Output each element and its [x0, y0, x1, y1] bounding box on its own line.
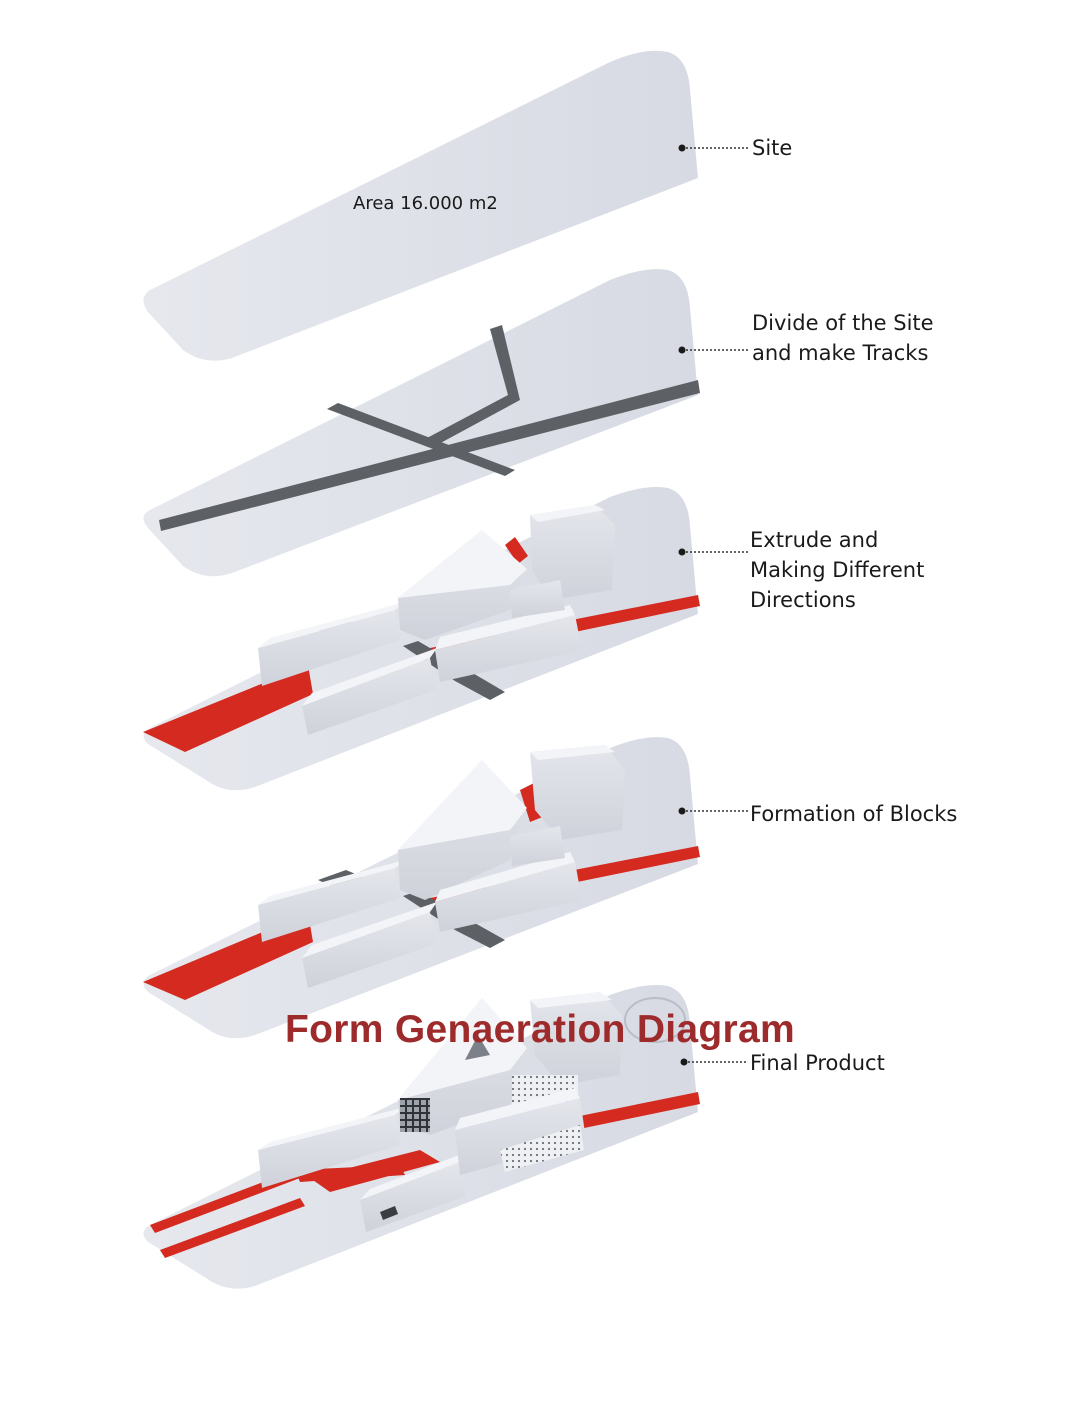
final-red-ramp: [310, 1150, 440, 1192]
final-block-east: [530, 992, 622, 1085]
track-long: [159, 380, 700, 531]
label-formation-line-1: Formation of Blocks: [750, 802, 957, 826]
final-mark: [380, 1206, 398, 1220]
red-track-north: [505, 537, 528, 564]
label-tracks: Divide of the Site and make Tracks: [678, 311, 934, 365]
block-north-2: [510, 826, 565, 866]
stage-extrude: [143, 487, 700, 791]
final-grille: [400, 1098, 430, 1132]
red-track-low: [143, 665, 313, 752]
leader-dot: [678, 144, 686, 152]
label-extrude: Extrude and Making Different Directions: [678, 528, 924, 612]
label-extrude-line-2: Making Different: [750, 558, 924, 582]
diagram-title: Form Genaeration Diagram: [285, 1008, 795, 1051]
label-tracks-line-1: Divide of the Site: [752, 311, 934, 335]
leader-dot: [680, 1058, 688, 1066]
stage-tracks: [143, 269, 700, 577]
final-red-track-high: [560, 1092, 700, 1132]
label-site-line-1: Site: [752, 136, 792, 160]
final-perforated-mid: [500, 1125, 584, 1172]
label-site: Site: [678, 136, 792, 160]
block-west: [258, 610, 400, 686]
stage-formation: [143, 737, 700, 1039]
track-cross: [327, 403, 515, 476]
block-east-2: [530, 745, 625, 840]
block-west-2: [258, 868, 400, 942]
final-block-mid: [455, 1098, 586, 1175]
block-south: [302, 658, 436, 735]
final-skylight: [465, 1035, 490, 1060]
block-mid-2: [435, 862, 582, 932]
track-branch: [427, 325, 520, 446]
label-final-line-1: Final Product: [750, 1051, 885, 1075]
stage-final: [143, 985, 700, 1289]
leader-dot: [678, 807, 686, 815]
final-block-west: [258, 1115, 400, 1188]
label-extrude-line-1: Extrude and: [750, 528, 878, 552]
block-east: [530, 505, 615, 600]
leader-dot: [678, 346, 686, 354]
block-south-2: [302, 912, 436, 988]
label-extrude-line-3: Directions: [750, 588, 856, 612]
label-formation: Formation of Blocks: [678, 802, 957, 826]
stage-site: Area 16.000 m2: [143, 50, 699, 361]
block-north: [510, 580, 565, 618]
block-mid: [435, 615, 582, 682]
area-note: Area 16.000 m2: [353, 193, 498, 214]
leader-dot: [678, 548, 686, 556]
roof-ring: [624, 997, 686, 1043]
site-slab: [143, 50, 699, 361]
label-final: Final Product: [680, 1051, 885, 1075]
final-red-track-b: [160, 1198, 305, 1258]
label-tracks-line-2: and make Tracks: [752, 341, 928, 365]
